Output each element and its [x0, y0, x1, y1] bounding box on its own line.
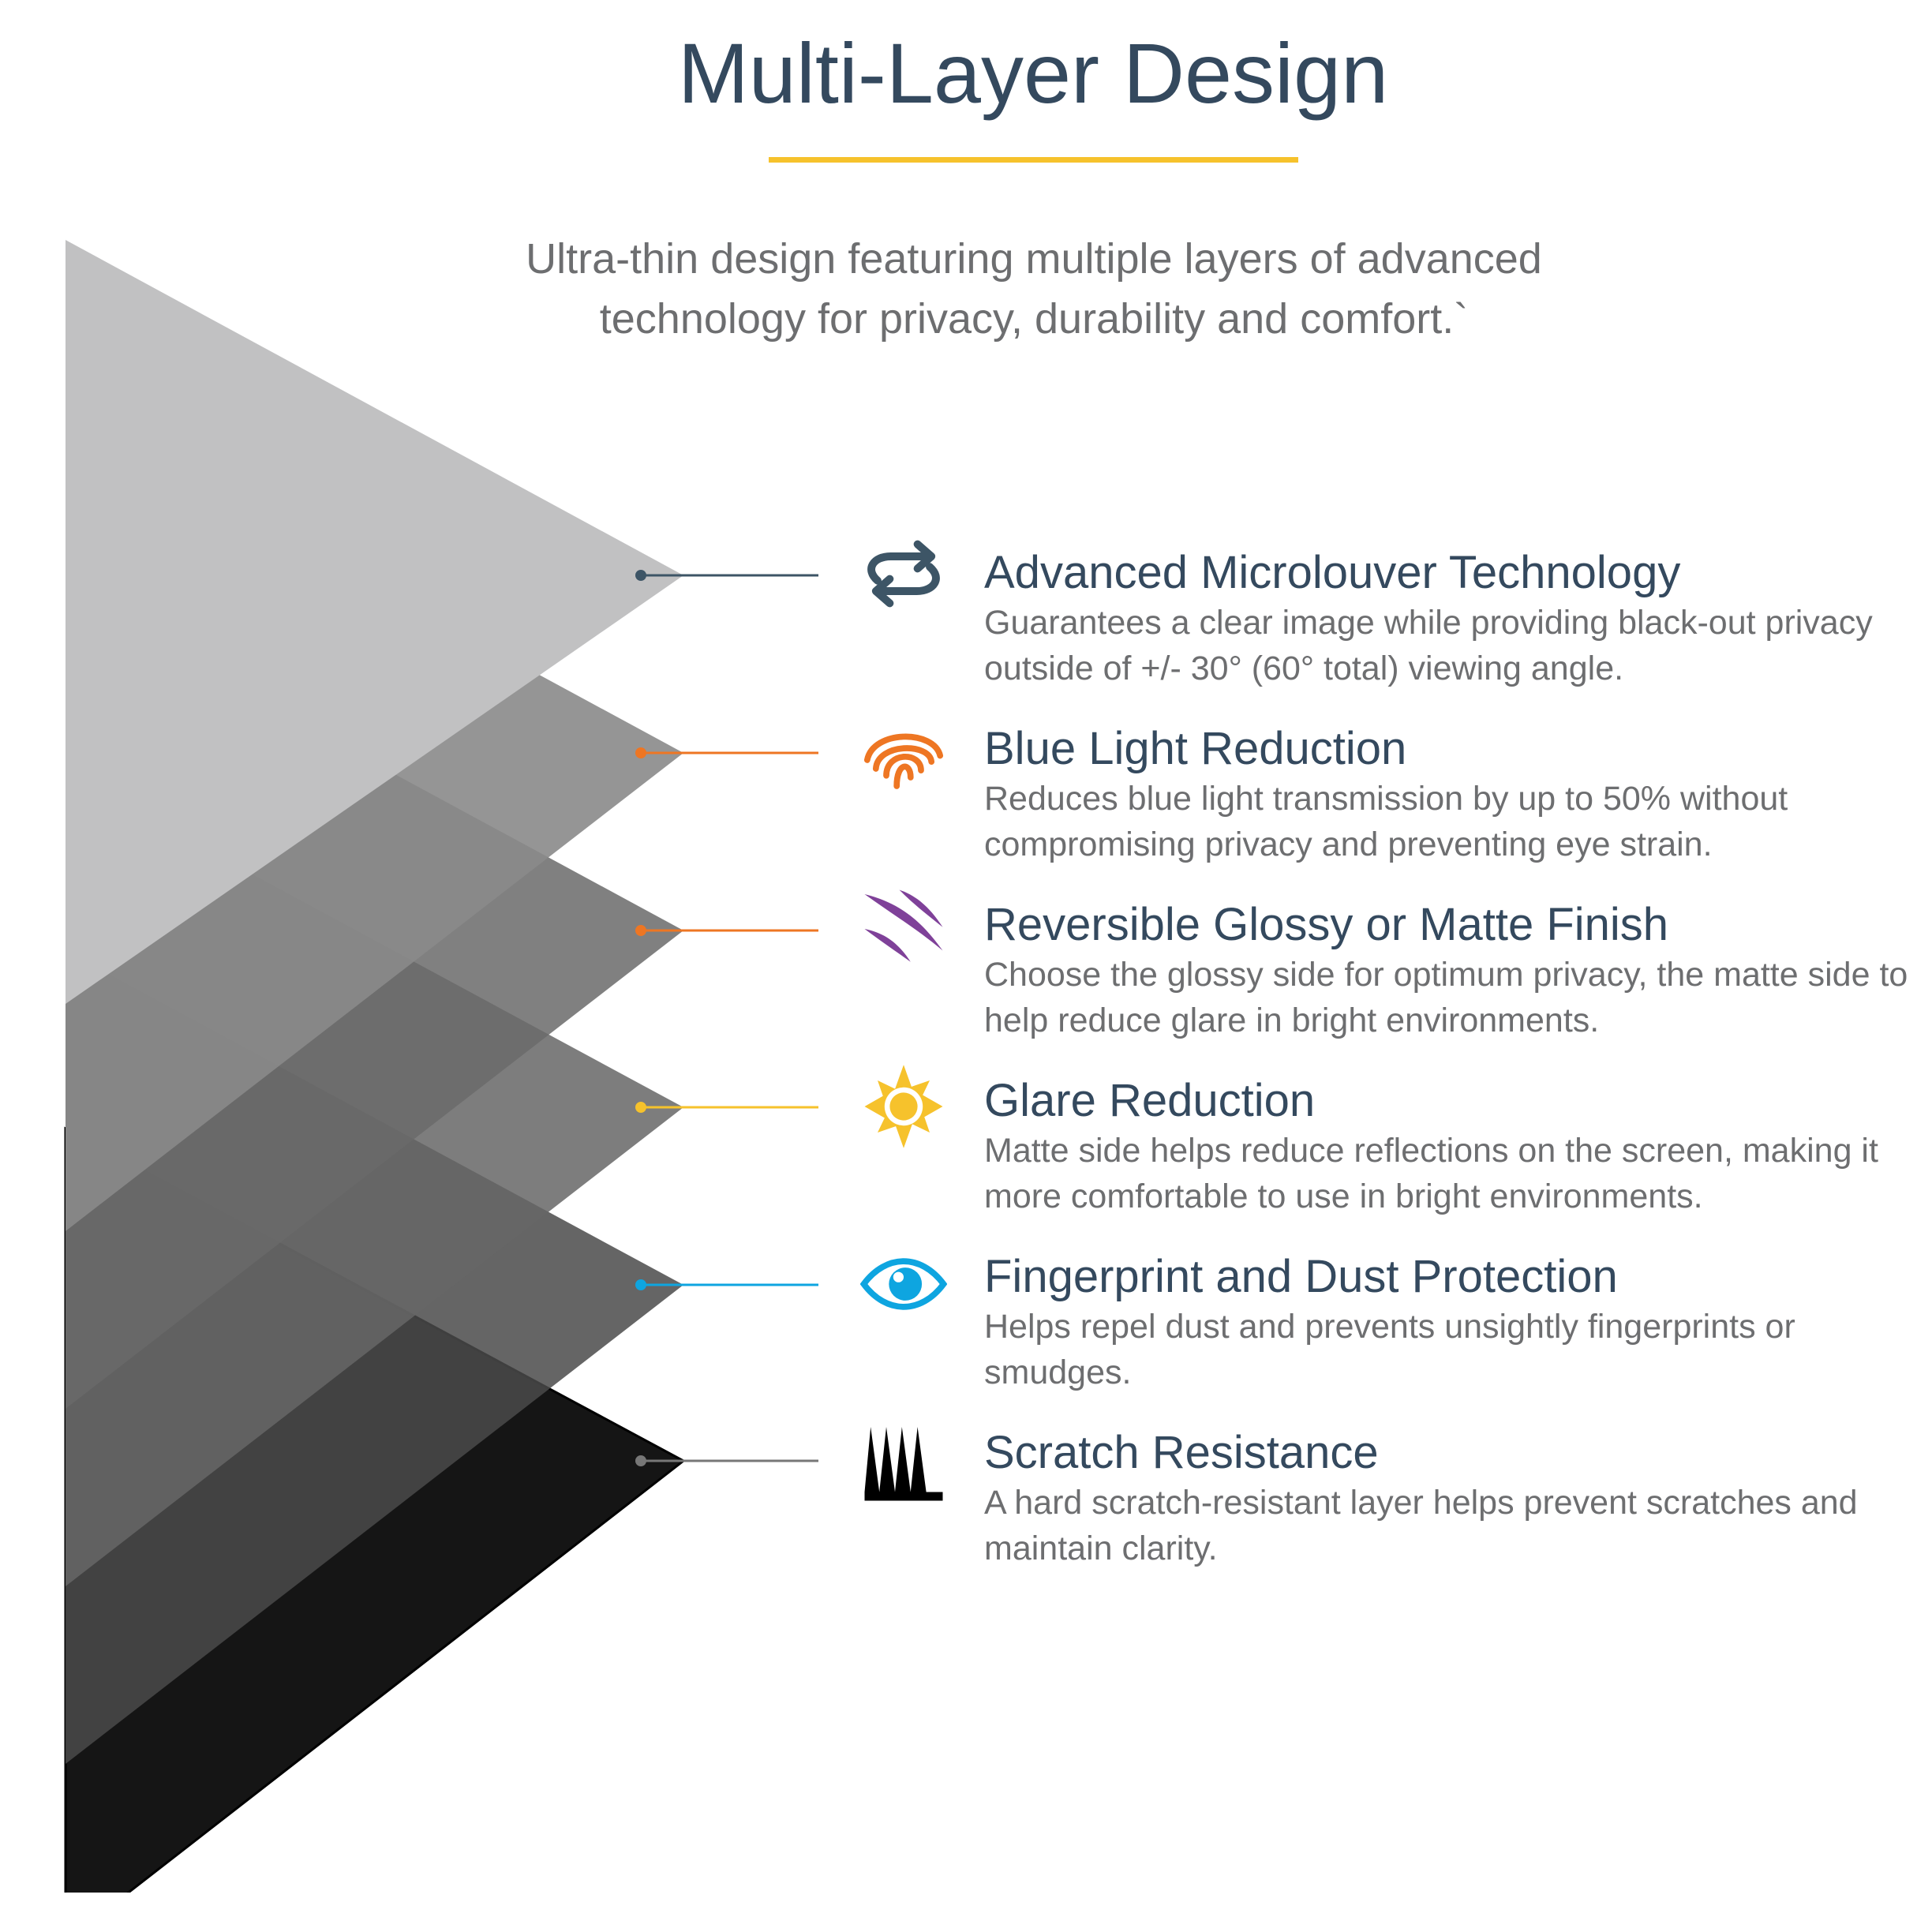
- feature-fingerprint-protection: Fingerprint and Dust Protection Helps re…: [984, 1250, 1915, 1395]
- layer-microlouver: [66, 240, 683, 1004]
- feature-reversible-finish: Reversible Glossy or Matte Finish Choose…: [984, 898, 1915, 1043]
- feature-microlouver: Advanced Microlouver Technology Guarante…: [984, 546, 1915, 691]
- fingerprint-icon: [863, 733, 944, 789]
- feature-glare-reduction: Glare Reduction Matte side helps reduce …: [984, 1074, 1915, 1219]
- sun-icon: [864, 1065, 943, 1148]
- title-underline: [769, 157, 1298, 163]
- feature-description: Choose the glossy side for optimum priva…: [984, 956, 1908, 1039]
- eye-icon: [860, 1258, 947, 1310]
- feature-heading: Reversible Glossy or Matte Finish: [984, 899, 1669, 950]
- connector-5: [635, 1279, 818, 1290]
- feature-heading: Blue Light Reduction: [984, 723, 1407, 774]
- feature-description: Reduces blue light transmission by up to…: [984, 780, 1788, 863]
- page-title: Multi-Layer Design: [677, 25, 1389, 121]
- refresh-arrows-icon: [867, 540, 940, 608]
- feature-description: Helps repel dust and prevents unsightly …: [984, 1308, 1795, 1391]
- feature-blue-light: Blue Light Reduction Reduces blue light …: [984, 722, 1915, 867]
- connector-6: [635, 1455, 818, 1466]
- feature-heading: Scratch Resistance: [984, 1427, 1379, 1478]
- feature-heading: Fingerprint and Dust Protection: [984, 1251, 1618, 1302]
- feature-heading: Advanced Microlouver Technology: [984, 547, 1681, 598]
- connector-3: [635, 925, 818, 936]
- feature-description: Guarantees a clear image while providing…: [984, 604, 1873, 687]
- feature-scratch-resistance: Scratch Resistance A hard scratch-resist…: [984, 1426, 1915, 1571]
- connectors: [635, 570, 818, 1466]
- feature-description: Matte side helps reduce reflections on t…: [984, 1132, 1878, 1215]
- subtitle: Ultra-thin design featuring multiple lay…: [526, 235, 1542, 343]
- claw-marks-icon: [864, 889, 943, 962]
- spikes-icon: [864, 1427, 943, 1501]
- feature-description: A hard scratch-resistant layer helps pre…: [984, 1484, 1858, 1567]
- feature-heading: Glare Reduction: [984, 1075, 1316, 1126]
- connector-4: [635, 1102, 818, 1113]
- connector-2: [635, 747, 818, 758]
- connector-1: [635, 570, 818, 581]
